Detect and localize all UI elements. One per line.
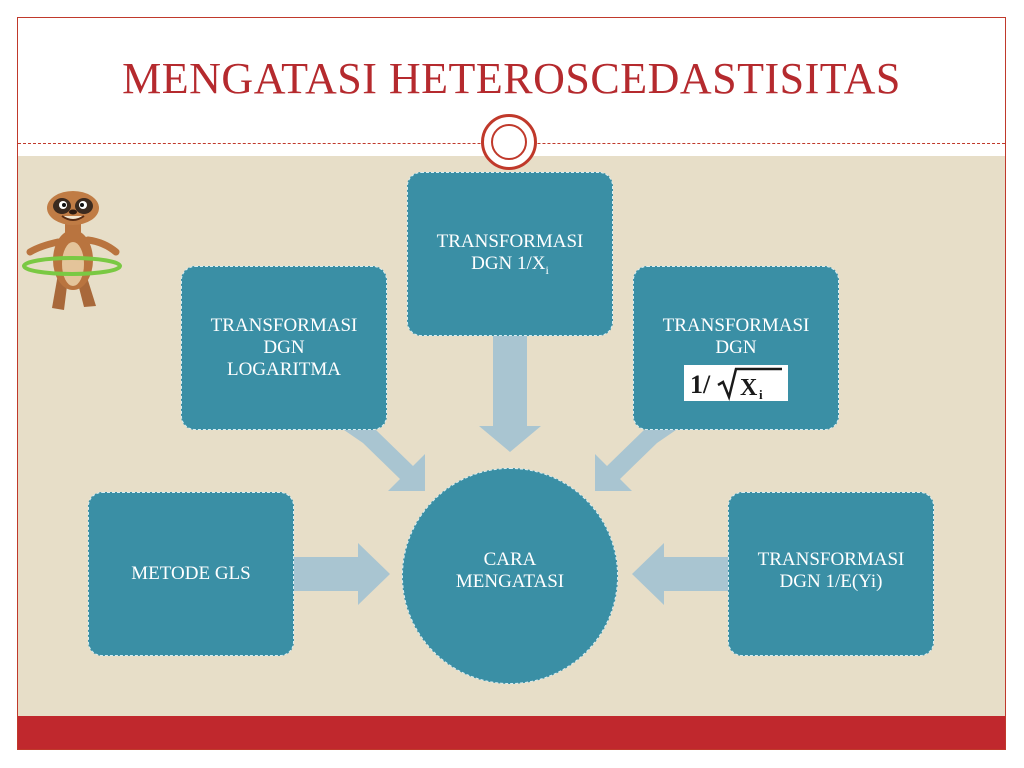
center-line: MENGATASI [455,571,565,592]
node-line: DGN [715,337,757,358]
node-transformasi-sqrt: TRANSFORMASI DGN 1/ X i [633,266,839,430]
node-line: TRANSFORMASI [757,549,905,570]
node-line: TRANSFORMASI [662,315,810,336]
arrow-from-ey-node [632,543,728,605]
node-line: METODE GLS [131,563,251,584]
meerkat-hula-hoop-icon [22,191,122,310]
svg-text:X: X [740,375,758,401]
node-line: DGN [263,337,305,358]
formula-image: 1/ X i [634,359,838,407]
node-transformasi-1-eyi: TRANSFORMASI DGN 1/E(Yi) [728,492,934,656]
node-text: DGN 1/X [471,253,546,274]
subscript: i [545,262,549,277]
center-line: CARA [483,549,537,570]
footer-bar [18,716,1005,749]
arrow-from-gls-node [294,543,390,605]
arrow-from-logaritma-node [344,430,425,491]
ornament-inner-ring [491,124,527,160]
arrow-from-top-node [479,336,541,452]
svg-text:1/: 1/ [690,370,711,399]
center-node-cara-mengatasi: CARA MENGATASI [402,468,618,684]
slide-title: MENGATASI HETEROSCEDASTISITAS [122,54,901,103]
node-transformasi-logaritma: TRANSFORMASI DGN LOGARITMA [181,266,387,430]
formula-one-over-sqrt-xi-icon: 1/ X i [684,365,788,401]
double-ring-ornament-icon [481,114,537,170]
node-line: TRANSFORMASI [210,315,358,336]
node-line: DGN 1/E(Yi) [779,571,883,592]
arrow-from-sqrt-node [595,430,676,491]
node-line: LOGARITMA [227,359,341,380]
node-transformasi-1-xi: TRANSFORMASI DGN 1/Xi [407,172,613,336]
node-line: DGN 1/Xi [408,253,612,281]
node-metode-gls: METODE GLS [88,492,294,656]
svg-text:i: i [759,387,763,401]
node-line: TRANSFORMASI [436,231,584,252]
